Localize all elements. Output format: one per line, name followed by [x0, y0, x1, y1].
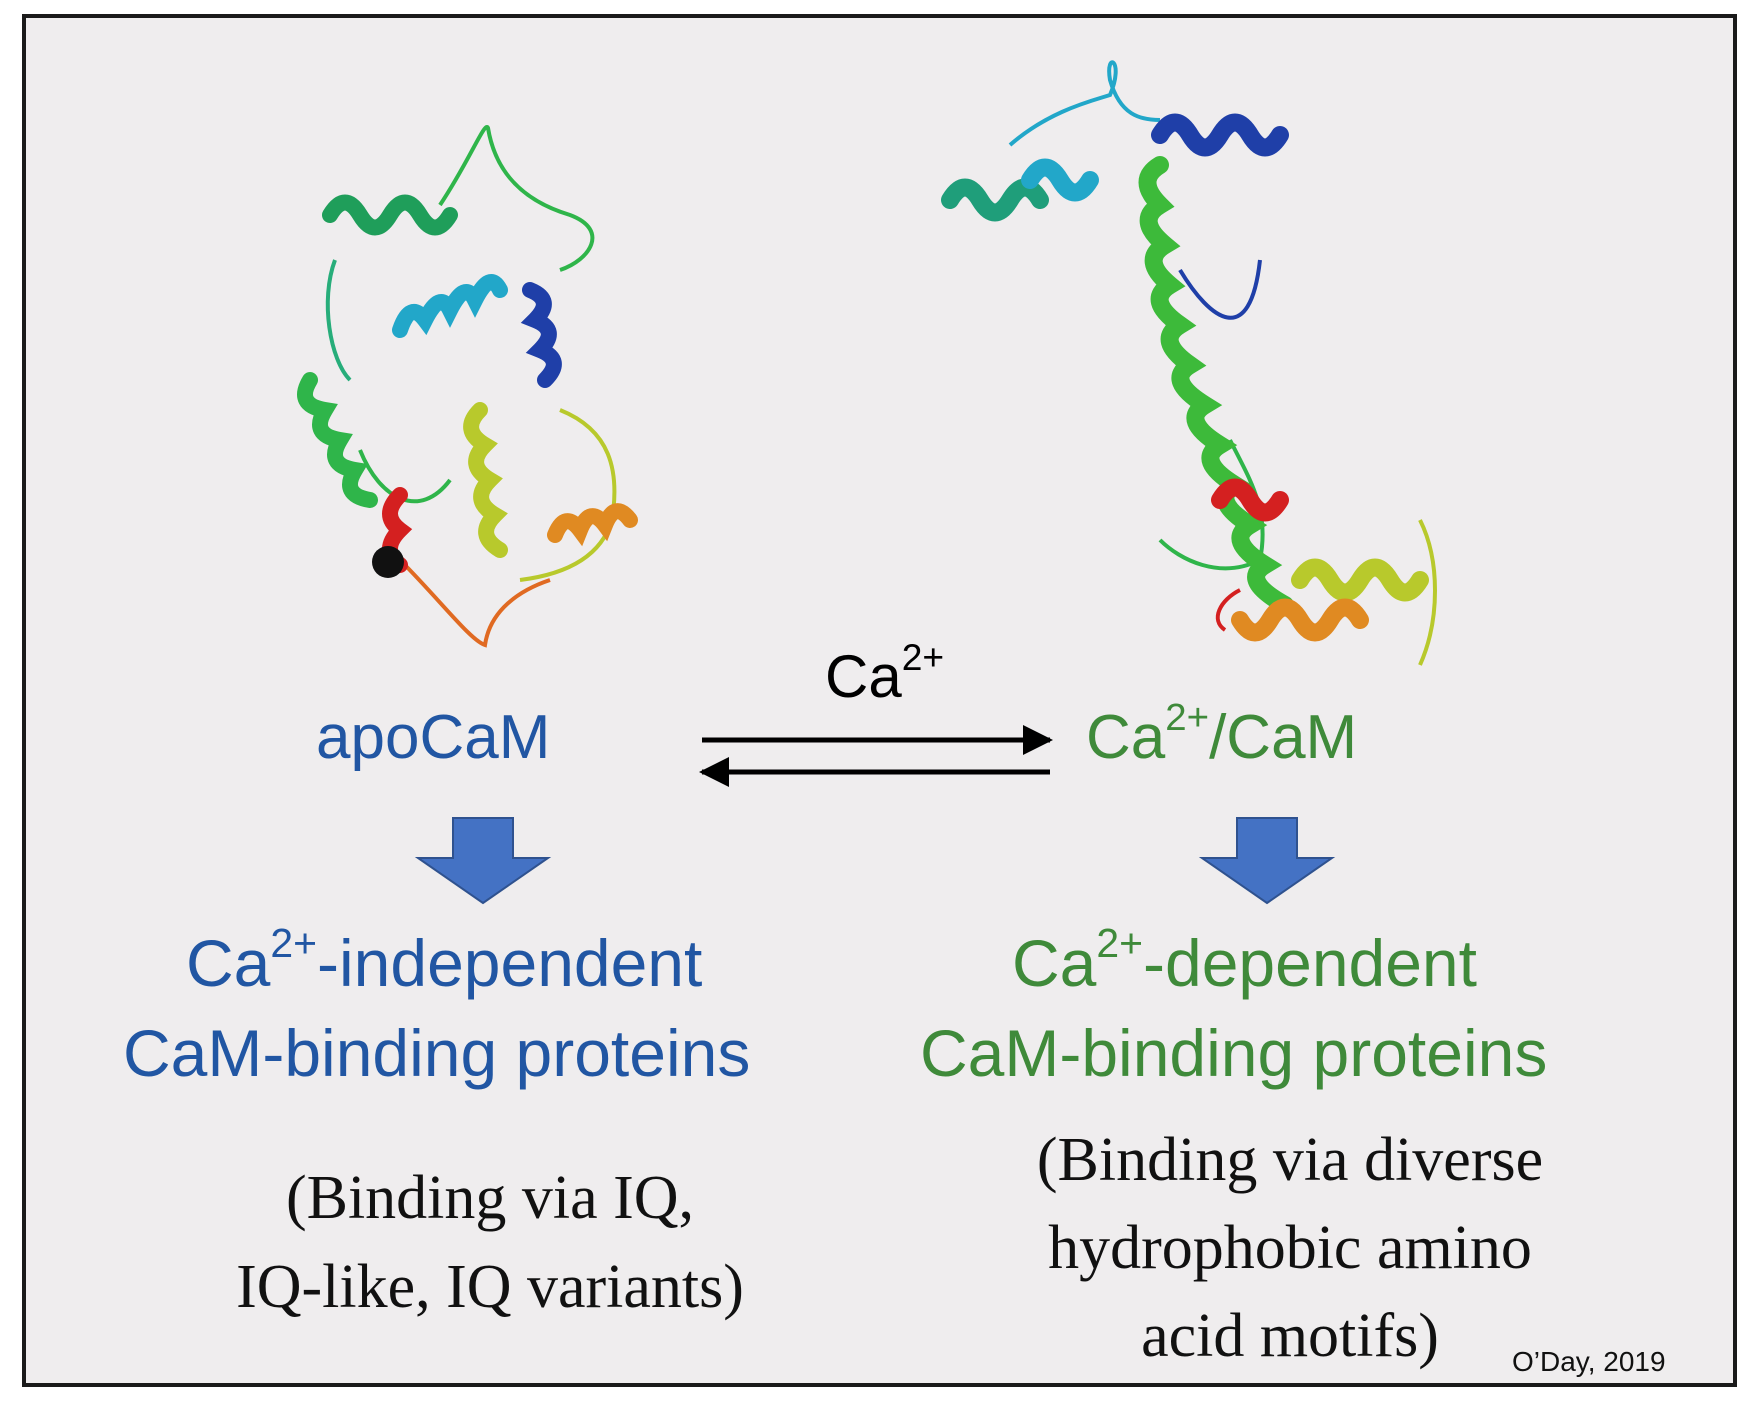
- left-note-line2: IQ-like, IQ variants): [236, 1253, 744, 1321]
- apocam-label: apoCaM: [316, 703, 551, 772]
- figure-frame: [22, 14, 1737, 1387]
- credit-label: O’Day, 2019: [1512, 1346, 1666, 1377]
- ca-cam-structure: [941, 60, 1437, 666]
- calcium-label: Ca2+: [825, 636, 945, 710]
- apocam-structure: [297, 124, 638, 648]
- right-class-line2: CaM-binding proteins: [920, 1016, 1548, 1090]
- left-note-line1: (Binding via IQ,: [285, 1164, 695, 1232]
- left-down-arrow: [414, 817, 552, 905]
- left-class-line2: CaM-binding proteins: [123, 1016, 751, 1090]
- right-note-line3: acid motifs): [1141, 1302, 1439, 1370]
- right-down-arrow: [1198, 817, 1336, 905]
- right-class-line1: Ca2+-dependent: [1012, 919, 1477, 1000]
- ca-cam-label: Ca2+/CaM: [1086, 696, 1358, 772]
- right-note-line1: (Binding via diverse: [1036, 1126, 1544, 1194]
- left-class-line1: Ca2+-independent: [186, 919, 703, 1000]
- right-note-line2: hydrophobic amino: [1048, 1214, 1532, 1282]
